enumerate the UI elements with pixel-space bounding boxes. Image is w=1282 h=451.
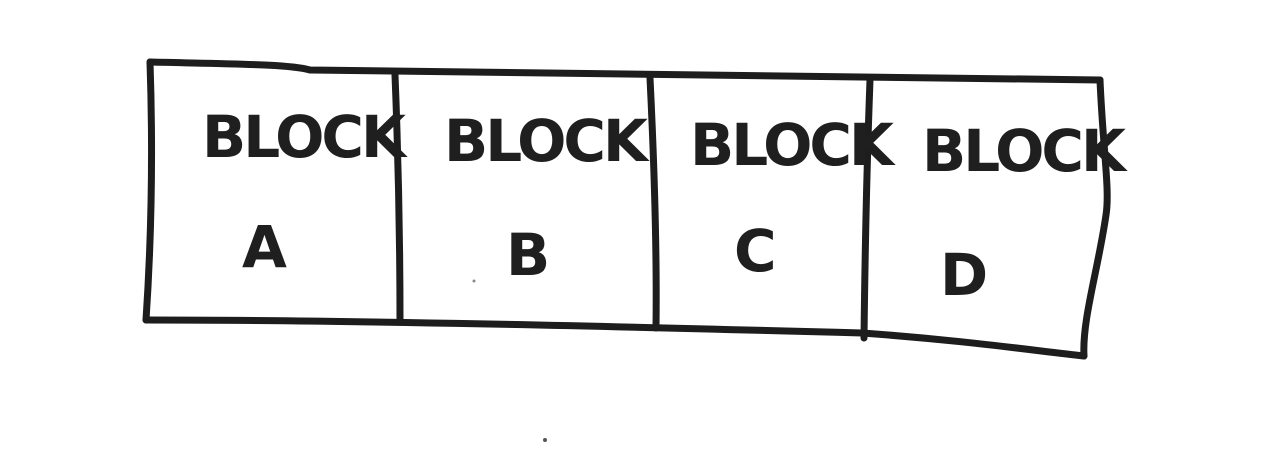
divider-a-b <box>391 71 404 326</box>
outer-frame-left <box>142 58 156 324</box>
block-a-word: BLOCK <box>202 103 406 171</box>
outer-frame-bottom <box>142 316 1088 360</box>
block-d-word: BLOCK <box>922 117 1126 185</box>
block-b-word: BLOCK <box>444 107 648 175</box>
block-d-letter: D <box>940 241 989 309</box>
block-c-word: BLOCK <box>690 111 894 179</box>
block-a-letter: A <box>242 213 287 281</box>
speck-mark <box>472 279 476 283</box>
block-c-letter: C <box>734 217 777 285</box>
divider-b-c <box>646 74 660 332</box>
block-b-letter: B <box>506 221 551 289</box>
outer-frame-right <box>1080 76 1111 360</box>
outer-frame-top <box>146 58 1104 84</box>
divider-c-d <box>860 76 874 342</box>
speck-mark <box>543 438 547 442</box>
